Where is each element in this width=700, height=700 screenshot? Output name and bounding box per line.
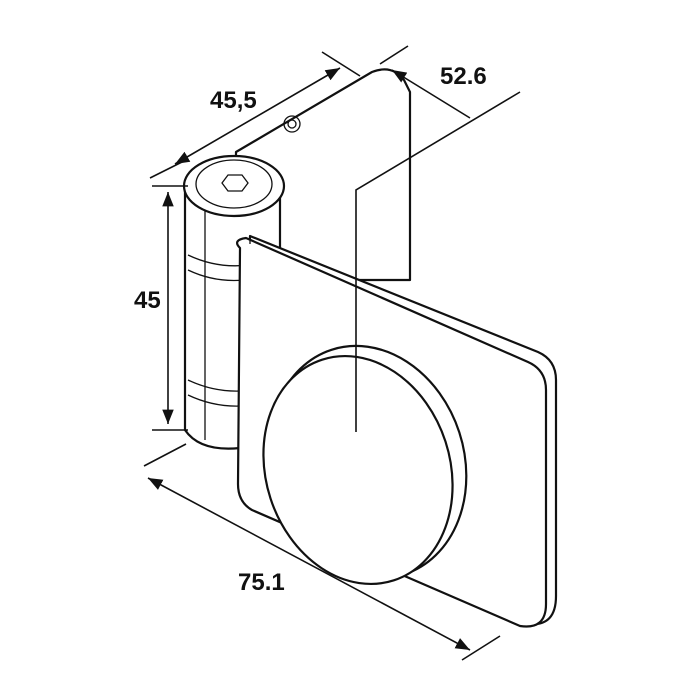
barrel-top (182, 154, 286, 218)
dimension-height: 45 (134, 185, 188, 431)
dimension-width-label: 52.6 (440, 63, 487, 90)
dimension-width: 52.6 (379, 45, 487, 119)
dimension-length: 75.1 (143, 443, 501, 661)
dimension-depth: 45,5 (149, 51, 361, 179)
dimension-height-label: 45 (134, 287, 161, 314)
dimension-depth-label: 45,5 (210, 87, 257, 114)
leader-line (355, 91, 521, 432)
dimension-length-label: 75.1 (238, 569, 285, 596)
hex-socket-icon (221, 174, 249, 192)
